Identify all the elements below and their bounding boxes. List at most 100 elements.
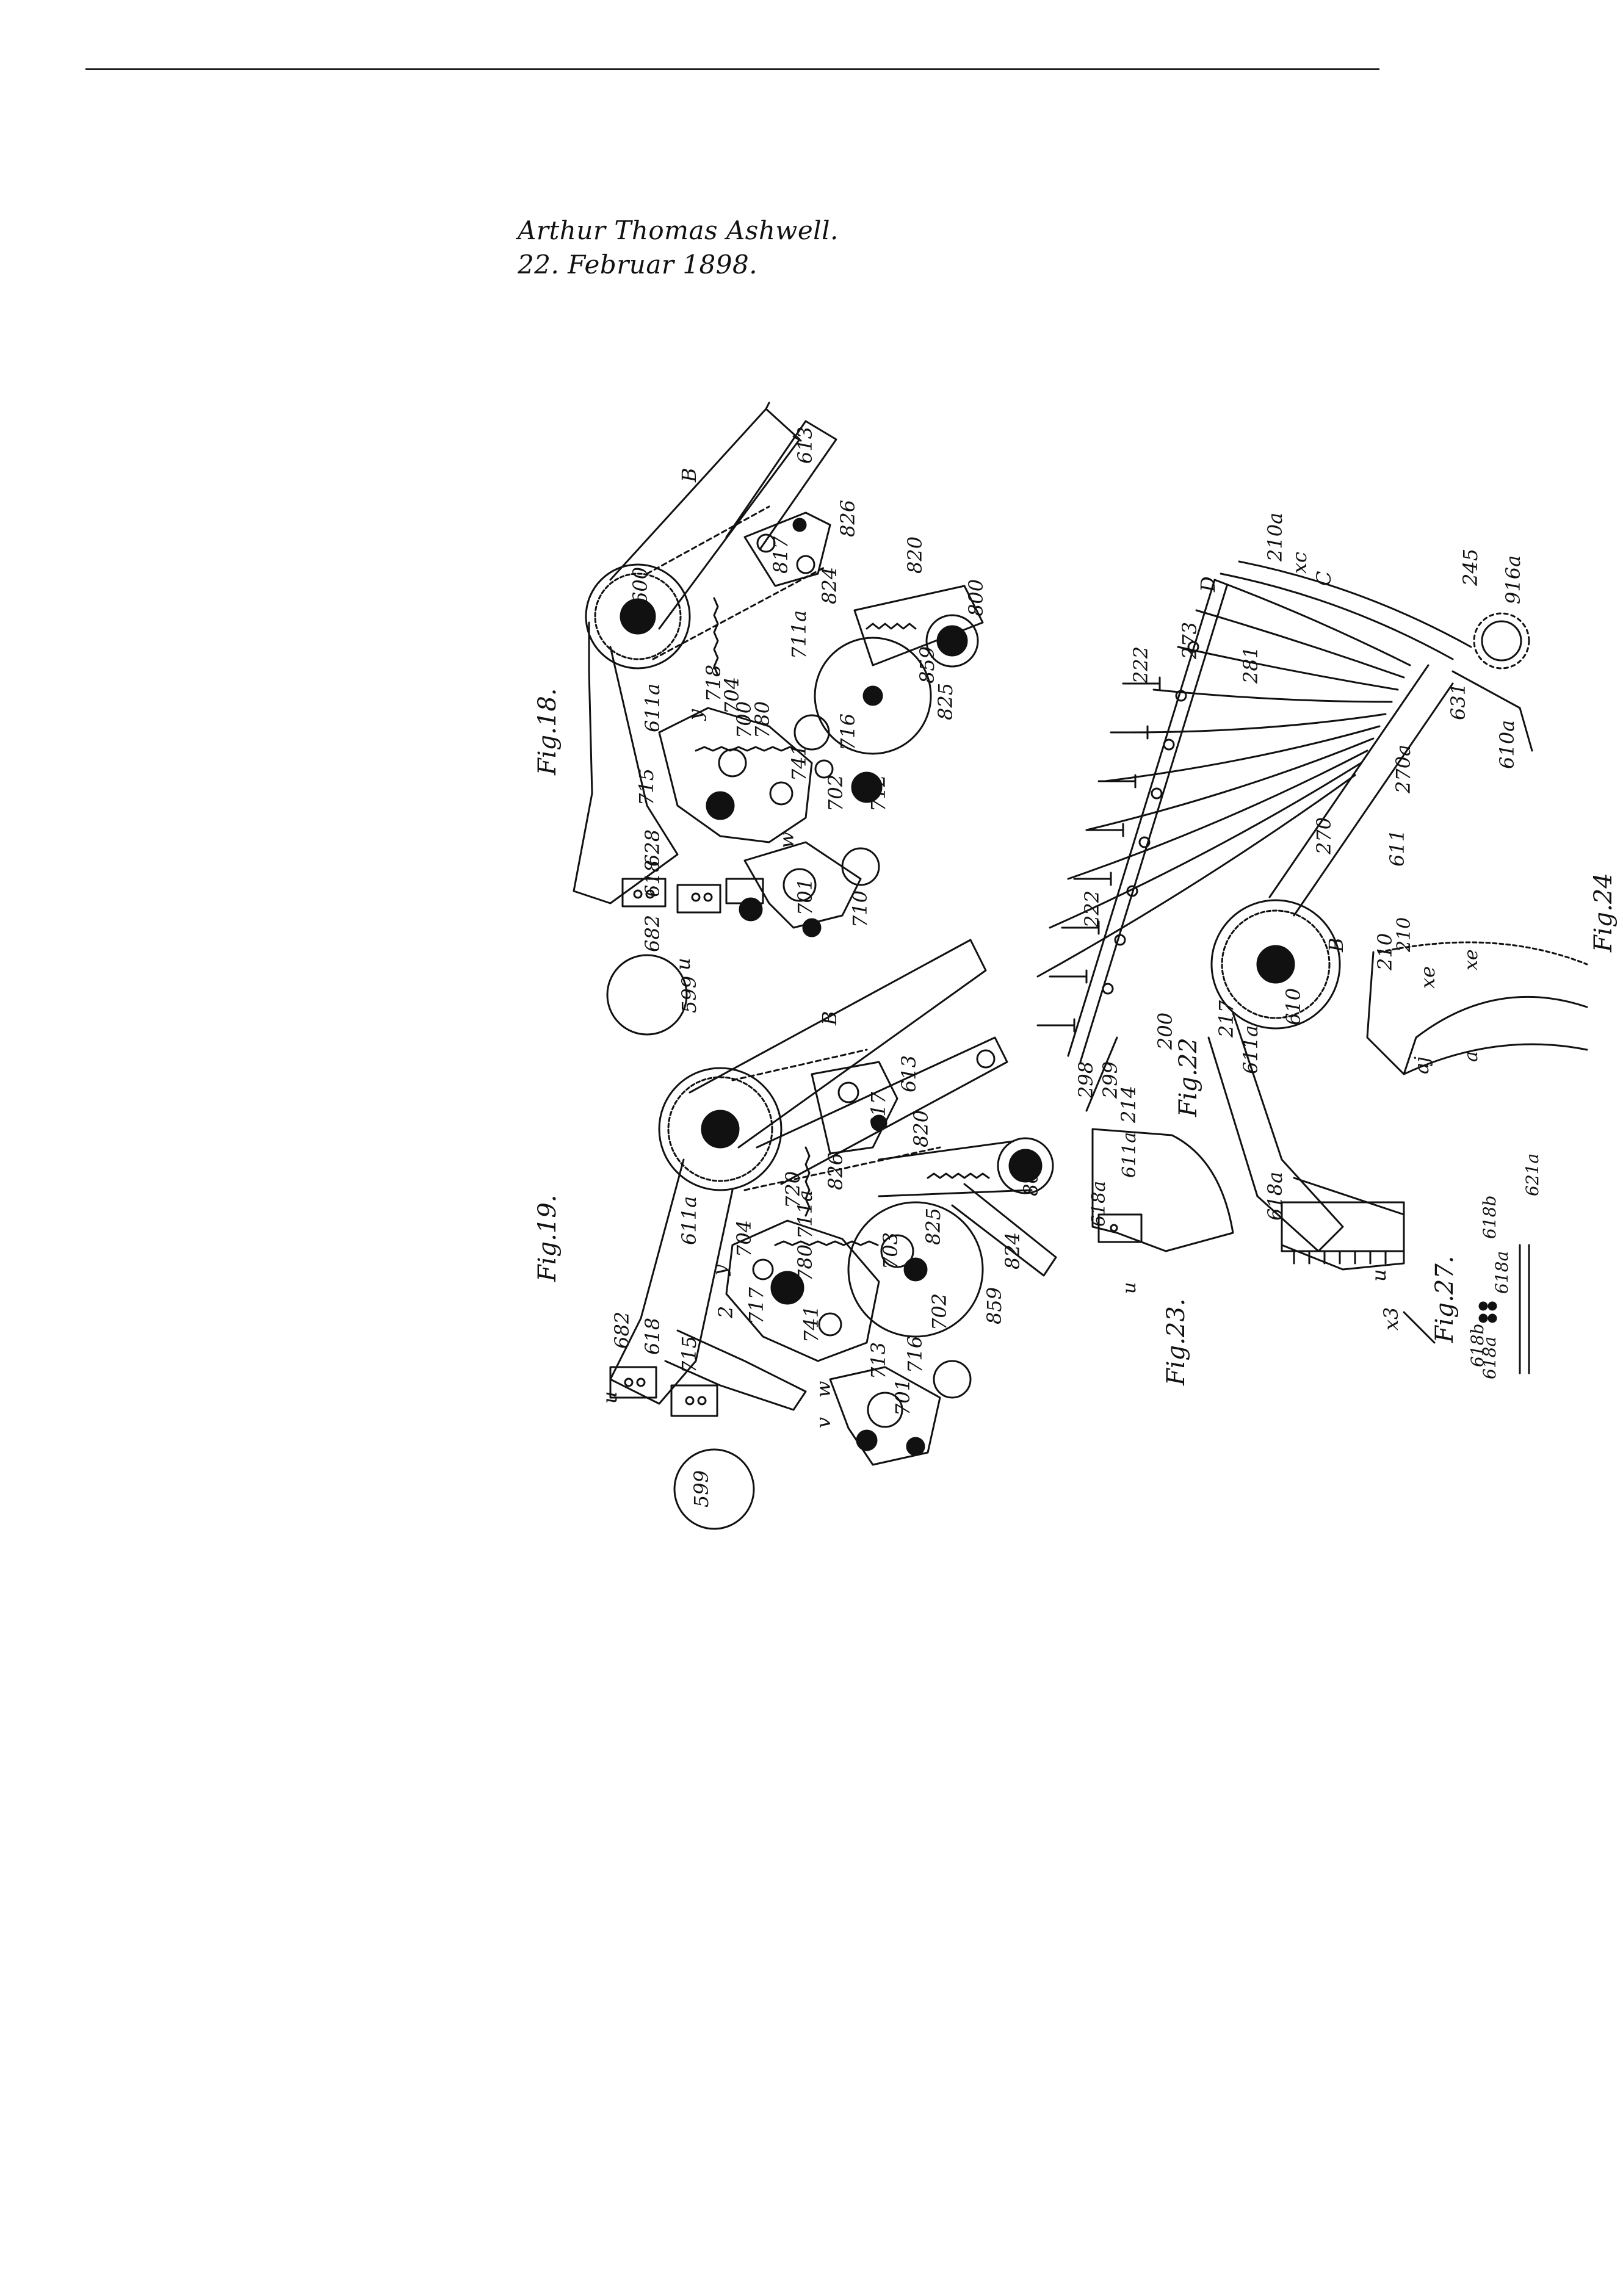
- reference-numeral: u: [1119, 1282, 1140, 1294]
- reference-numeral: 825: [922, 1208, 945, 1245]
- reference-numeral: 701: [793, 878, 817, 915]
- reference-numeral: x3: [1379, 1307, 1403, 1330]
- reference-numeral: 824: [818, 567, 841, 604]
- reference-numeral: 716: [903, 1336, 927, 1373]
- reference-numeral: 682: [610, 1312, 634, 1349]
- reference-numeral: B: [818, 1011, 841, 1026]
- reference-numeral: u: [1367, 1269, 1390, 1282]
- reference-numeral: 702: [928, 1293, 951, 1330]
- reference-numeral: 281: [1239, 646, 1262, 684]
- reference-numeral: 711a: [787, 610, 811, 659]
- reference-numeral: 618b: [1480, 1196, 1500, 1239]
- reference-numeral: D: [1196, 576, 1220, 593]
- reference-numeral: 621a: [1522, 1153, 1542, 1196]
- figure-18: [573, 402, 984, 1036]
- reference-numeral: B: [1325, 937, 1348, 953]
- reference-numeral: 700: [732, 701, 756, 738]
- reference-numeral: 711a: [793, 1190, 817, 1239]
- reference-numeral: aj: [1410, 1056, 1433, 1074]
- reference-numeral: 741: [787, 744, 811, 781]
- reference-numeral: 618a: [1492, 1251, 1512, 1294]
- arrow-x3: [1403, 1311, 1436, 1344]
- figure-23: [1091, 1128, 1234, 1252]
- reference-numeral: 702: [824, 774, 847, 812]
- reference-numeral: 631: [1447, 683, 1470, 720]
- reference-numeral: xe: [1461, 949, 1482, 970]
- reference-numeral: xc: [1288, 552, 1311, 574]
- reference-numeral: v: [812, 1417, 835, 1428]
- fig-19-title: Fig.19.: [533, 1195, 562, 1282]
- reference-numeral: 715: [635, 768, 658, 806]
- reference-numeral: 611: [1386, 829, 1409, 867]
- reference-numeral: 611a: [678, 1196, 701, 1245]
- reference-numeral: 618b: [1467, 1324, 1487, 1367]
- reference-numeral: 2: [714, 1306, 737, 1319]
- reference-numeral: 820: [903, 536, 927, 574]
- fig-27-title: Fig.27.: [1431, 1256, 1459, 1343]
- reference-numeral: y: [708, 1264, 731, 1277]
- figure-23-labels: 611a 618a u: [1088, 1132, 1140, 1294]
- reference-numeral: 916a: [1502, 555, 1525, 604]
- reference-numeral: 618: [641, 860, 664, 897]
- reference-numeral: 210: [1393, 917, 1415, 953]
- inventor-name: Arthur Thomas Ashwell.: [518, 215, 839, 245]
- reference-numeral: 824: [1001, 1232, 1024, 1269]
- reference-numeral: 613: [897, 1055, 920, 1092]
- reference-numeral: 273: [1178, 622, 1201, 660]
- figure-24: [1366, 941, 1588, 1075]
- reference-numeral: w: [775, 832, 798, 848]
- reference-numeral: 800: [964, 579, 988, 616]
- reference-numeral: 611a: [641, 684, 664, 732]
- reference-numeral: 859: [916, 646, 939, 684]
- header-rule: [85, 68, 1379, 70]
- reference-numeral: 720: [781, 1171, 804, 1208]
- reference-numeral: 299: [1099, 1061, 1122, 1099]
- reference-numeral: 611a: [1119, 1132, 1140, 1178]
- reference-numeral: 298: [1074, 1061, 1097, 1099]
- reference-numeral: w: [812, 1381, 835, 1398]
- reference-numeral: 200: [1154, 1013, 1177, 1050]
- reference-numeral: 270: [1312, 817, 1336, 855]
- reference-numeral: 222: [1129, 646, 1152, 684]
- reference-numeral: 270a: [1392, 745, 1415, 794]
- reference-numeral: 210a: [1263, 513, 1287, 562]
- reference-numeral: 701: [891, 1379, 914, 1416]
- reference-numeral: 618a: [1088, 1181, 1110, 1227]
- reference-numeral: 210: [1373, 933, 1397, 971]
- reference-numeral: 780: [793, 1244, 817, 1282]
- fig-24-title: Fig.24: [1589, 873, 1618, 953]
- reference-numeral: 817: [769, 536, 792, 574]
- reference-numeral: 817: [867, 1091, 890, 1129]
- reference-numeral: 741: [800, 1305, 823, 1343]
- reference-numeral: 611a: [1239, 1025, 1262, 1074]
- reference-numeral: 599: [678, 976, 701, 1013]
- reference-numeral: 825: [934, 683, 957, 720]
- fig-23-title: Fig.23.: [1162, 1299, 1190, 1386]
- reference-numeral: 718: [702, 665, 725, 702]
- reference-numeral: 618a: [1480, 1337, 1500, 1379]
- reference-numeral: 715: [678, 1336, 701, 1373]
- reference-numeral: 712: [867, 774, 890, 812]
- reference-numeral: 245: [1459, 549, 1482, 587]
- reference-numeral: B: [678, 468, 701, 483]
- reference-numeral: 217: [1215, 1000, 1238, 1038]
- reference-numeral: 682: [641, 915, 664, 952]
- reference-numeral: y: [684, 709, 707, 721]
- reference-numeral: u: [598, 1391, 621, 1404]
- reference-numeral: 214: [1117, 1086, 1140, 1124]
- reference-numeral: 618a: [1263, 1172, 1287, 1221]
- reference-numeral: 703: [879, 1232, 902, 1269]
- reference-numeral: 710: [848, 890, 872, 928]
- reference-numeral: u: [671, 958, 695, 970]
- fig-22-title: Fig.22: [1174, 1038, 1202, 1117]
- reference-numeral: 826: [824, 1153, 847, 1190]
- reference-numeral: 780: [751, 701, 774, 738]
- reference-numeral: 704: [732, 1220, 756, 1257]
- lower-labels: u x3: [1367, 1269, 1403, 1330]
